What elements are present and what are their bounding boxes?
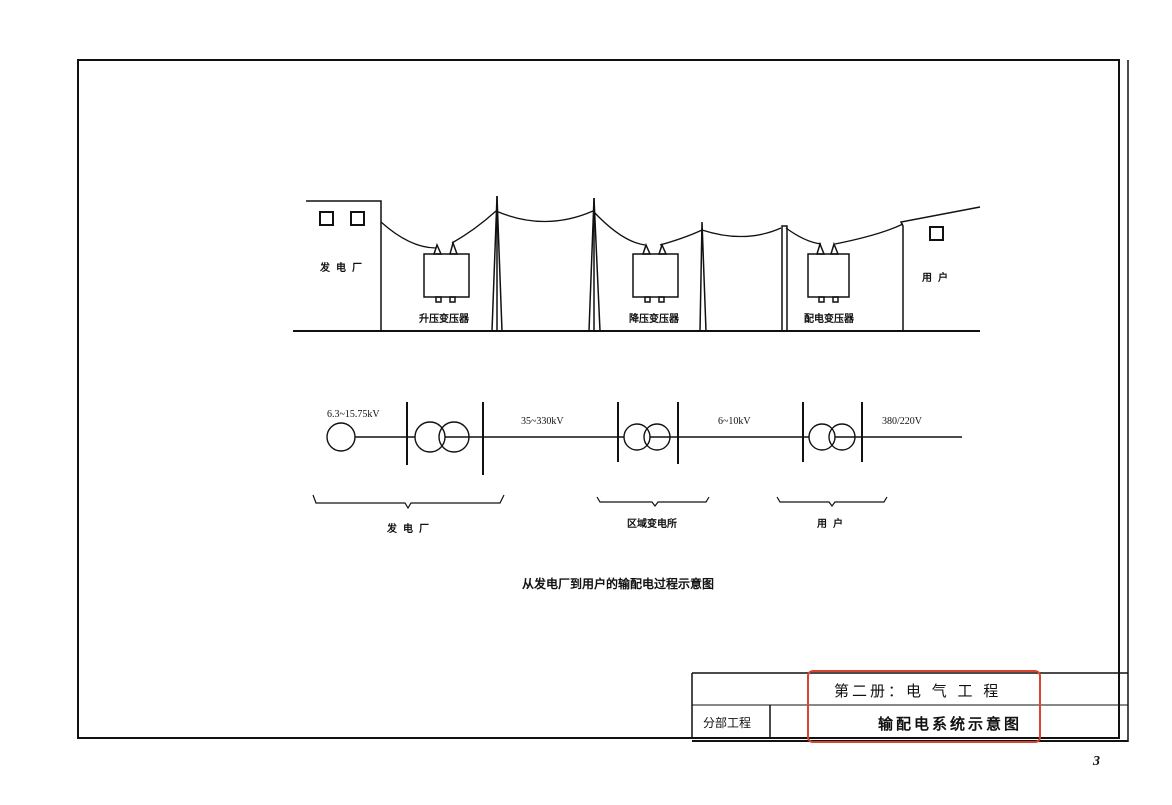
single-line-diagram	[312, 402, 962, 510]
transformer-symbol-2	[623, 423, 671, 451]
step-down-transformer-icon	[632, 242, 679, 303]
volume-title: 第二册：电 气 工 程	[834, 682, 1002, 700]
figure-caption: 从发电厂到用户的输配电过程示意图	[522, 577, 715, 591]
power-plant-label: 发电厂	[320, 263, 368, 274]
brace-power-plant	[312, 494, 505, 510]
voltage-generation: 6.3~15.75kV	[327, 409, 380, 420]
drawing-name: 输配电系统示意图	[878, 715, 1023, 733]
step-up-transformer-icon	[423, 240, 470, 303]
brace-substation	[596, 496, 710, 507]
transformer-symbol-3	[808, 423, 856, 451]
page-number: 3	[1093, 754, 1100, 769]
distribution-pole-2	[781, 225, 788, 332]
distribution-transformer-icon	[807, 241, 850, 303]
distribution-transformer-label: 配电变压器	[804, 314, 854, 325]
power-lines	[380, 210, 904, 249]
step-up-transformer-label: 升压变压器	[419, 314, 469, 325]
title-block-lines	[691, 60, 1129, 742]
distribution-pole-1	[699, 221, 707, 332]
transmission-tower-1	[491, 195, 503, 332]
brace-user	[776, 496, 888, 507]
power-plant-building	[306, 200, 382, 331]
transmission-tower-2	[588, 197, 601, 332]
voltage-user: 380/220V	[882, 416, 922, 427]
voltage-distribution: 6~10kV	[718, 416, 751, 427]
group-label-substation: 区域变电所	[627, 519, 677, 530]
step-down-transformer-label: 降压变压器	[629, 314, 679, 325]
user-label: 用户	[922, 273, 954, 284]
voltage-transmission: 35~330kV	[521, 416, 564, 427]
transformer-symbol-1	[414, 421, 470, 453]
group-label-user: 用户	[817, 519, 849, 530]
group-label-power-plant: 发电厂	[387, 524, 435, 535]
user-building	[899, 206, 981, 331]
drawing-frame	[77, 59, 1120, 739]
generator-symbol	[326, 422, 356, 452]
highlight-box	[807, 670, 1041, 743]
division-label: 分部工程	[703, 716, 752, 730]
